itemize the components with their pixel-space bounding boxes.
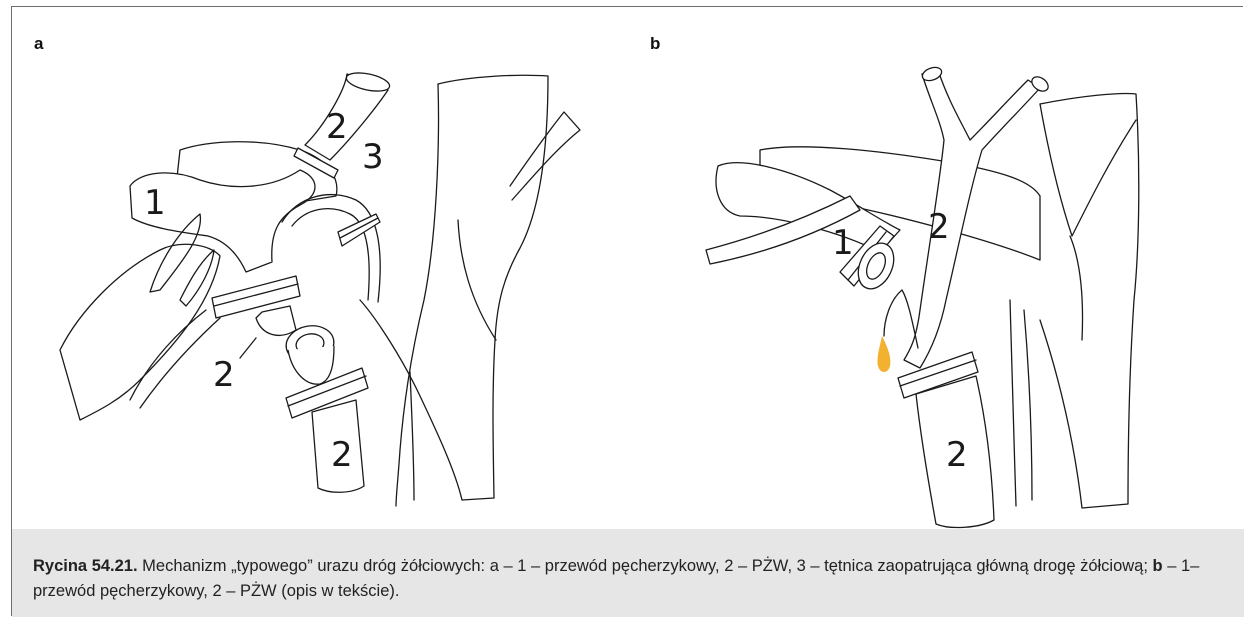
panel-a-callout-2-top: 2 bbox=[326, 107, 348, 147]
panel-a-vessel-left-edge bbox=[396, 84, 438, 506]
panel-a-artery-clip bbox=[338, 214, 380, 246]
panel-a-leader-2 bbox=[240, 338, 256, 358]
panel-a-vessel-inner bbox=[458, 220, 496, 340]
panel-b-callout-1: 1 bbox=[832, 223, 854, 263]
panel-b-drawing bbox=[706, 65, 1139, 528]
panel-a-mid-duct-stump bbox=[256, 306, 296, 335]
panel-a-vessel-branch bbox=[510, 112, 580, 200]
panel-a-callout-3: 3 bbox=[362, 137, 384, 177]
panel-b-cystic-ring bbox=[851, 237, 900, 294]
panel-a-callout-2-bottom: 2 bbox=[331, 435, 353, 475]
panel-b-callout-2-bottom: 2 bbox=[946, 435, 968, 475]
caption-b-marker: b bbox=[1153, 557, 1163, 575]
panel-b-bile-leak bbox=[877, 336, 890, 372]
panel-a-callout-2-mid: 2 bbox=[213, 355, 235, 395]
caption-text-a: Mechanizm „typowego” urazu dróg żółciowy… bbox=[138, 557, 1153, 575]
caption-figure-label: Rycina 54.21. bbox=[33, 557, 138, 575]
figure-caption: Rycina 54.21. Mechanizm „typowego” urazu… bbox=[33, 554, 1233, 604]
panel-a-drawing bbox=[60, 70, 580, 506]
panel-b-callout-2-top: 2 bbox=[928, 207, 950, 247]
panel-b-vessel-trunk bbox=[1040, 93, 1139, 508]
panel-a-callout-1: 1 bbox=[144, 183, 166, 223]
panel-a-vessel-trunk bbox=[360, 75, 548, 500]
